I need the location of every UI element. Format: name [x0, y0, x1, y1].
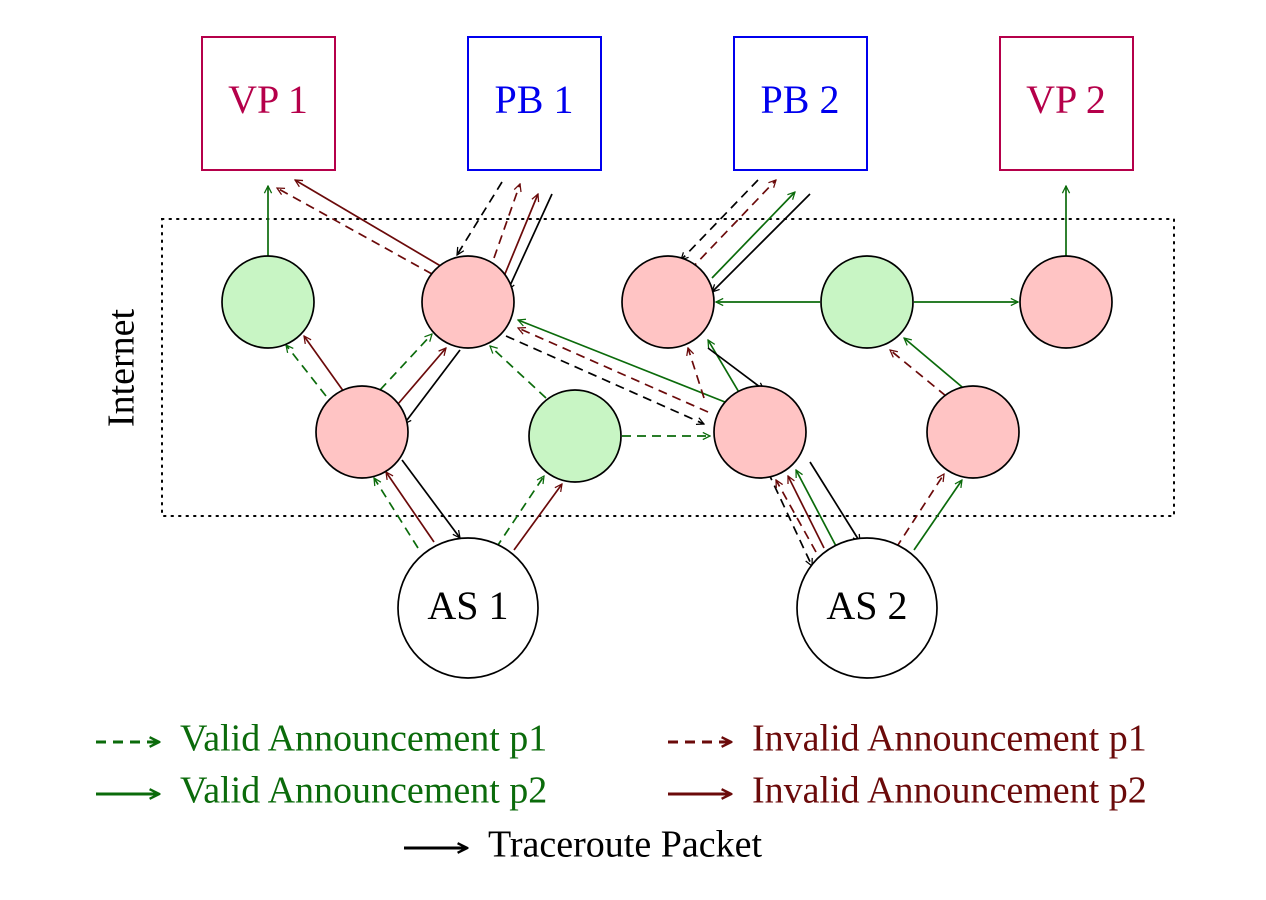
- edge-valid-p1: [374, 478, 419, 549]
- pb2-label: PB 2: [761, 77, 840, 122]
- edge-invalid-p2: [304, 336, 345, 393]
- router-node-valid: [221, 255, 315, 349]
- edge-invalid-p1: [518, 328, 709, 413]
- edge-valid-p2: [795, 470, 837, 547]
- edge-trace: [505, 335, 704, 424]
- router-node-invalid: [621, 255, 715, 349]
- internet-label: Internet: [101, 308, 143, 427]
- as1-label: AS 1: [427, 583, 508, 628]
- legend: Valid Announcement p1 Invalid Announceme…: [96, 718, 1147, 866]
- as1-node: AS 1: [397, 537, 539, 679]
- internet-region: [161, 218, 1175, 517]
- edge-invalid-p1: [689, 180, 776, 271]
- edge-valid-p2: [707, 340, 741, 395]
- edge-invalid-p2: [295, 179, 445, 269]
- pb1-box: PB 1: [467, 36, 602, 171]
- legend-invalid-p2-label: Invalid Announcement p2: [752, 770, 1147, 812]
- vp1-box: VP 1: [201, 36, 336, 171]
- edge-invalid-p1: [775, 480, 817, 553]
- edge-valid-p1: [495, 476, 544, 549]
- edge-valid-p2: [711, 192, 795, 279]
- edge-trace: [809, 461, 860, 542]
- edge-invalid-p1: [277, 187, 433, 275]
- edge-valid-p2: [904, 338, 969, 393]
- edge-invalid-p1: [895, 474, 944, 549]
- edge-invalid-p1: [493, 184, 520, 259]
- edge-invalid-p1: [688, 348, 705, 399]
- edge-trace: [712, 193, 811, 292]
- edge-valid-p1: [286, 345, 327, 397]
- pb2-box: PB 2: [733, 36, 868, 171]
- edge-trace: [404, 349, 461, 424]
- edge-trace: [681, 179, 759, 260]
- vp2-box: VP 2: [999, 36, 1134, 171]
- edge-invalid-p2: [787, 476, 825, 549]
- legend-valid-p1-label: Valid Announcement p1: [180, 718, 547, 760]
- router-node-valid: [528, 389, 622, 483]
- edge-valid-p1: [379, 334, 432, 391]
- as2-label: AS 2: [826, 583, 907, 628]
- router-node-invalid: [315, 385, 409, 479]
- as2-node: AS 2: [796, 537, 938, 679]
- edge-trace: [508, 193, 553, 290]
- edge-valid-p2: [518, 320, 731, 405]
- legend-invalid-p1-label: Invalid Announcement p1: [752, 718, 1147, 760]
- edge-valid-p1: [490, 346, 547, 399]
- edge-invalid-p2: [386, 472, 435, 543]
- edge-trace: [401, 459, 460, 538]
- router-node-invalid: [926, 385, 1020, 479]
- edge-valid-p2: [913, 480, 962, 551]
- legend-traceroute-label: Traceroute Packet: [488, 824, 762, 866]
- edge-invalid-p1: [890, 350, 947, 397]
- edge-invalid-p2: [397, 348, 446, 405]
- edges: [268, 180, 1066, 566]
- router-node-invalid: [713, 385, 807, 479]
- pb1-label: PB 1: [495, 77, 574, 122]
- edge-trace: [707, 347, 764, 390]
- edge-invalid-p2: [513, 484, 562, 551]
- vp1-label: VP 1: [228, 77, 308, 122]
- vp2-label: VP 2: [1026, 77, 1106, 122]
- router-node-invalid: [1019, 255, 1113, 349]
- legend-valid-p2-label: Valid Announcement p2: [180, 770, 547, 812]
- edge-invalid-p2: [499, 194, 538, 287]
- router-node-valid: [820, 255, 914, 349]
- router-node-invalid: [421, 255, 515, 349]
- router-nodes: [221, 255, 1113, 483]
